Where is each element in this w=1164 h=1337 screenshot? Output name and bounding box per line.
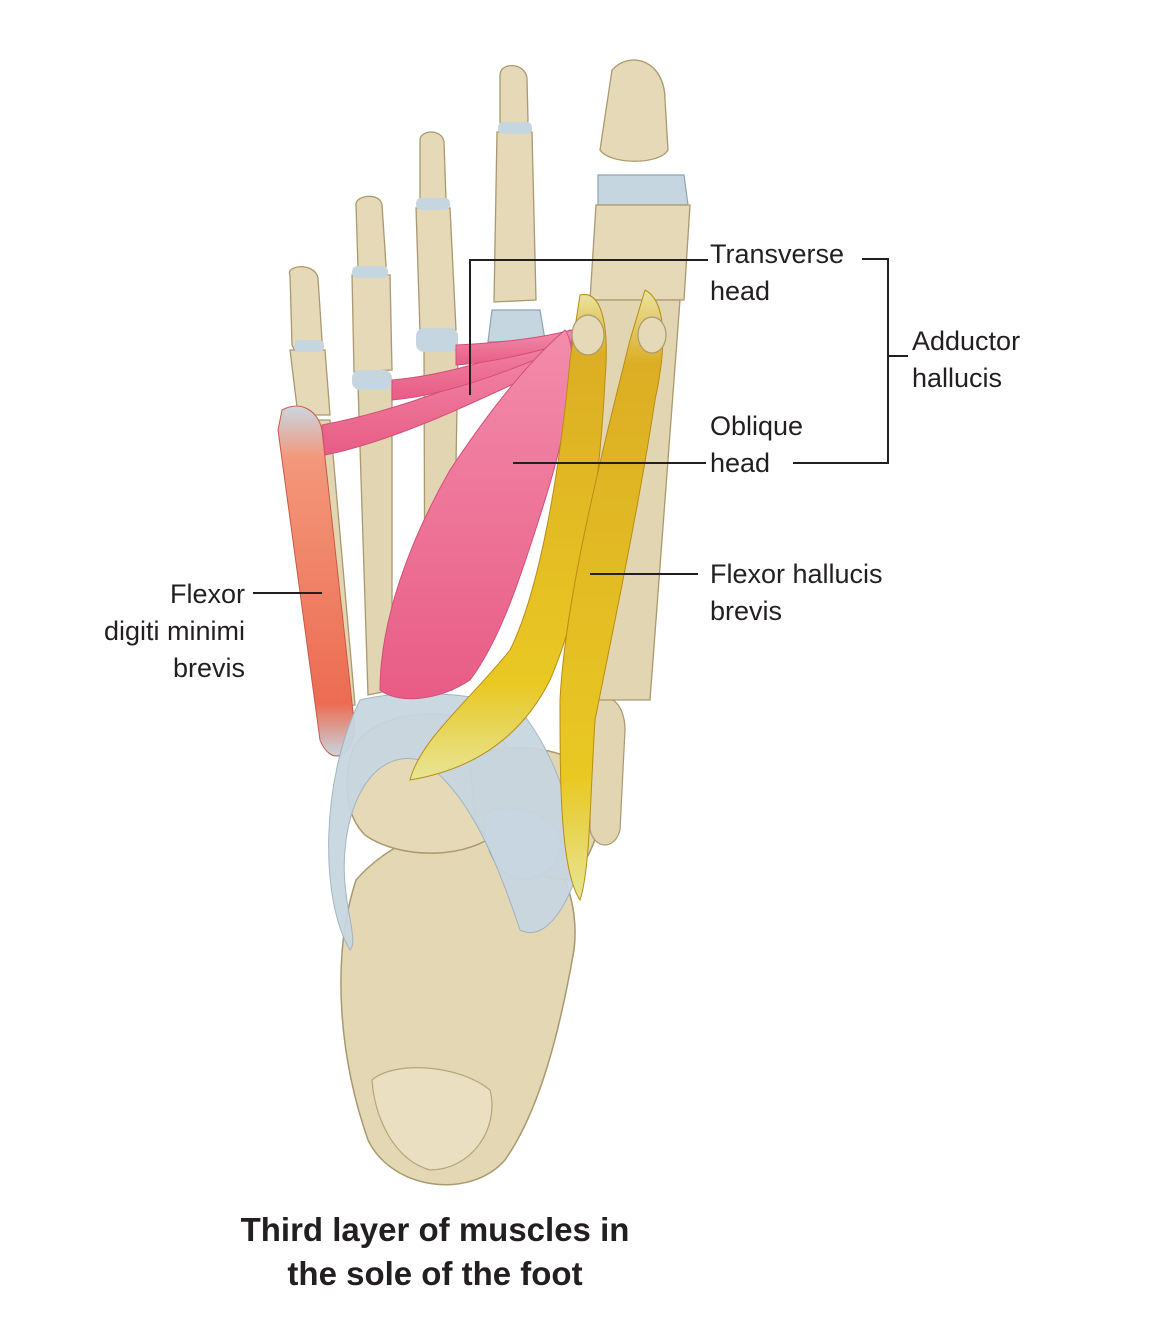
oblique-head-muscle (379, 329, 573, 700)
transverse-head-muscle (321, 329, 576, 456)
adductor-hallucis-label: Adductor hallucis (912, 326, 1021, 393)
plantar-ligaments (328, 692, 577, 951)
flexor-hallucis-brevis-muscle (409, 289, 664, 902)
flexor-digiti-minimi-label: Flexor digiti minimi brevis (103, 579, 245, 683)
oblique-head-label: Oblique head (710, 411, 804, 478)
flexor-hallucis-brevis-label: Flexor hallucis brevis (710, 559, 883, 626)
leader-lines (253, 258, 908, 594)
transverse-head-label: Transverse head (710, 239, 845, 306)
figure-caption: Third layer of muscles in the sole of th… (240, 1211, 630, 1292)
